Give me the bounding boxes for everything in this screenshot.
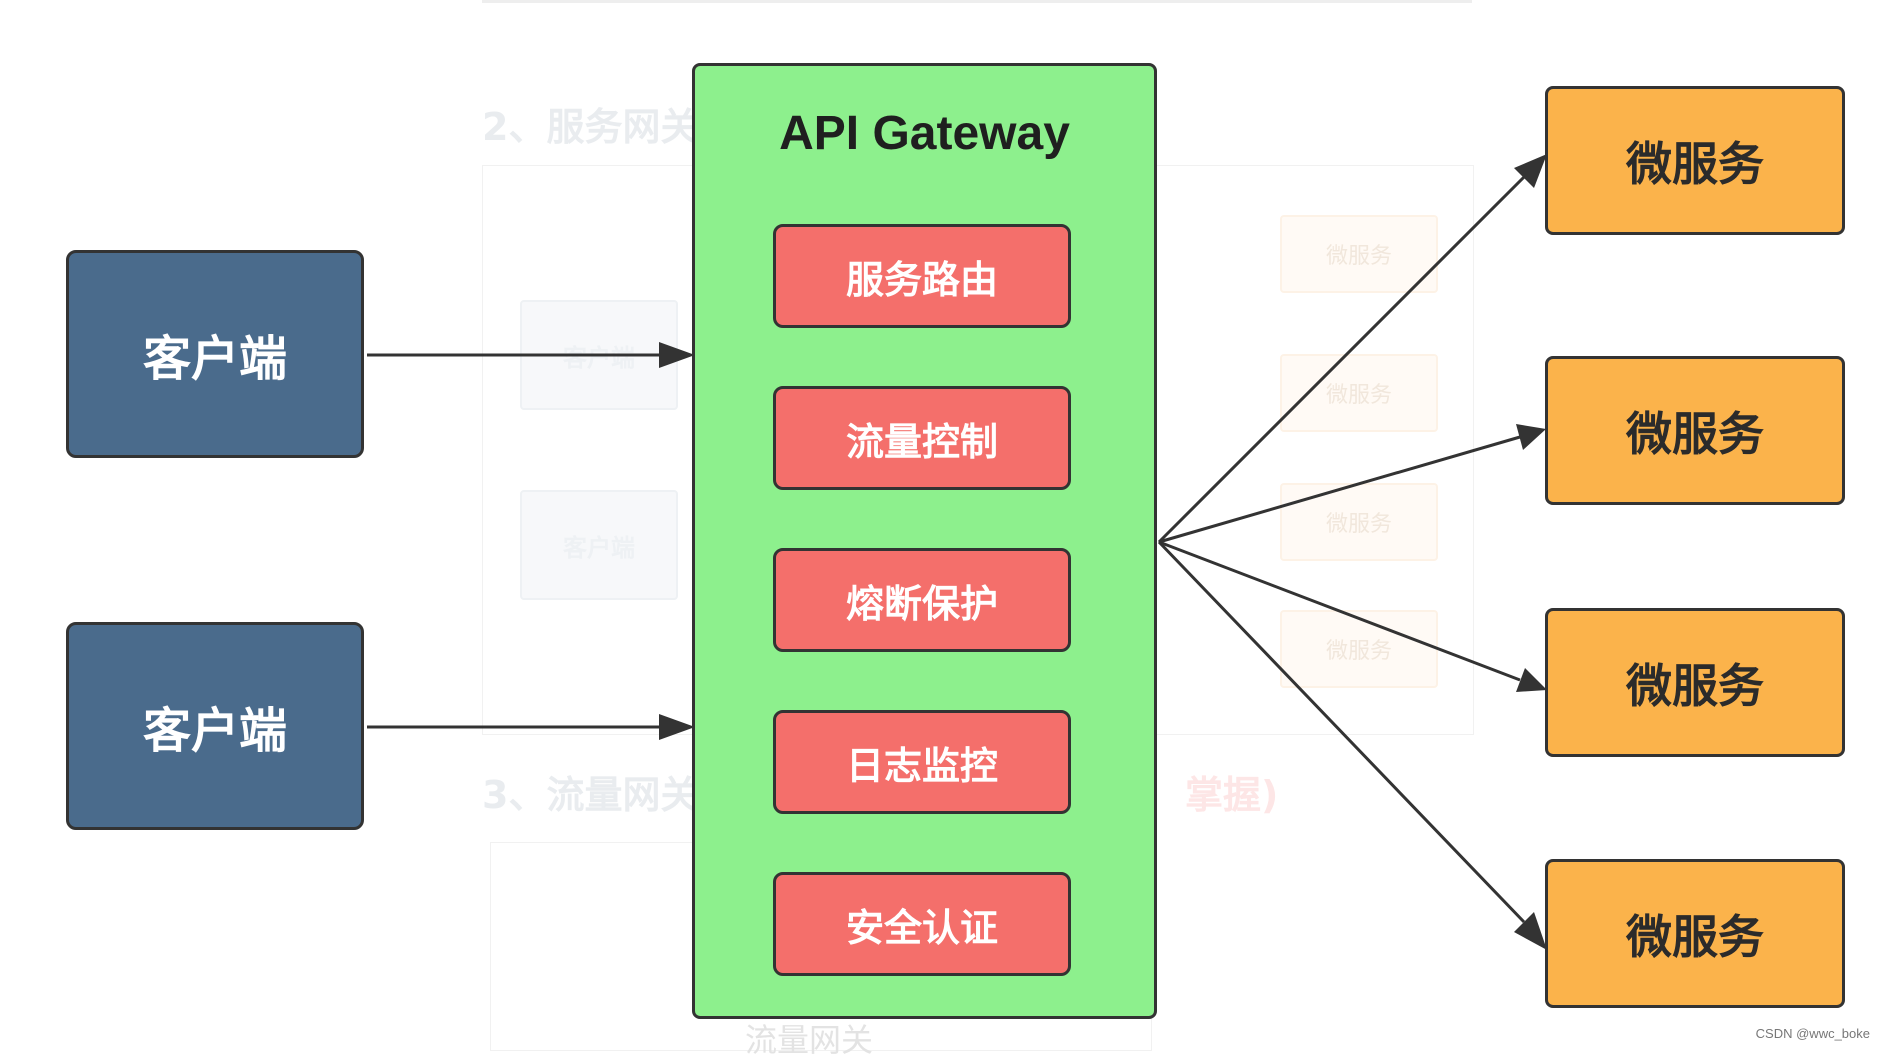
microservice-node: 微服务 bbox=[1545, 859, 1845, 1008]
feature-circuit-breaker: 熔断保护 bbox=[773, 548, 1071, 652]
api-gateway-container: API Gateway 服务路由 流量控制 熔断保护 日志监控 安全认证 bbox=[692, 63, 1157, 1019]
feature-traffic-control: 流量控制 bbox=[773, 386, 1071, 490]
background-heading-2: 2、服务网关 bbox=[482, 105, 699, 149]
client-node: 客户端 bbox=[66, 250, 364, 458]
gateway-title: API Gateway bbox=[779, 107, 1070, 160]
arrowhead-icon bbox=[1514, 154, 1547, 188]
gateway-to-service-arrow bbox=[1157, 175, 1526, 544]
arrowhead-icon bbox=[659, 342, 695, 368]
background-heading-3: 3、流量网关 bbox=[482, 773, 699, 817]
gateway-to-service-arrow bbox=[1158, 540, 1521, 682]
microservice-node: 微服务 bbox=[1545, 608, 1845, 757]
microservice-node: 微服务 bbox=[1545, 356, 1845, 505]
background-service-box: 微服务 bbox=[1280, 483, 1438, 561]
gateway-to-service-arrow bbox=[1158, 435, 1521, 544]
feature-log-monitoring: 日志监控 bbox=[773, 710, 1071, 814]
background-rule bbox=[482, 0, 1472, 3]
arrowhead-icon bbox=[1516, 668, 1547, 692]
background-heading-3-tail: 掌握) bbox=[1185, 773, 1279, 817]
arrowhead-icon bbox=[1514, 912, 1547, 950]
feature-security-auth: 安全认证 bbox=[773, 872, 1071, 976]
watermark-credit: CSDN @wwc_boke bbox=[1755, 1026, 1870, 1041]
client-node: 客户端 bbox=[66, 622, 364, 830]
background-client-box: 客户端 bbox=[520, 490, 678, 600]
arrowhead-icon bbox=[1516, 424, 1546, 450]
arrowhead-icon bbox=[659, 714, 695, 740]
gateway-to-service-arrow bbox=[1157, 540, 1526, 924]
feature-service-routing: 服务路由 bbox=[773, 224, 1071, 328]
background-service-box: 微服务 bbox=[1280, 215, 1438, 293]
microservice-node: 微服务 bbox=[1545, 86, 1845, 235]
